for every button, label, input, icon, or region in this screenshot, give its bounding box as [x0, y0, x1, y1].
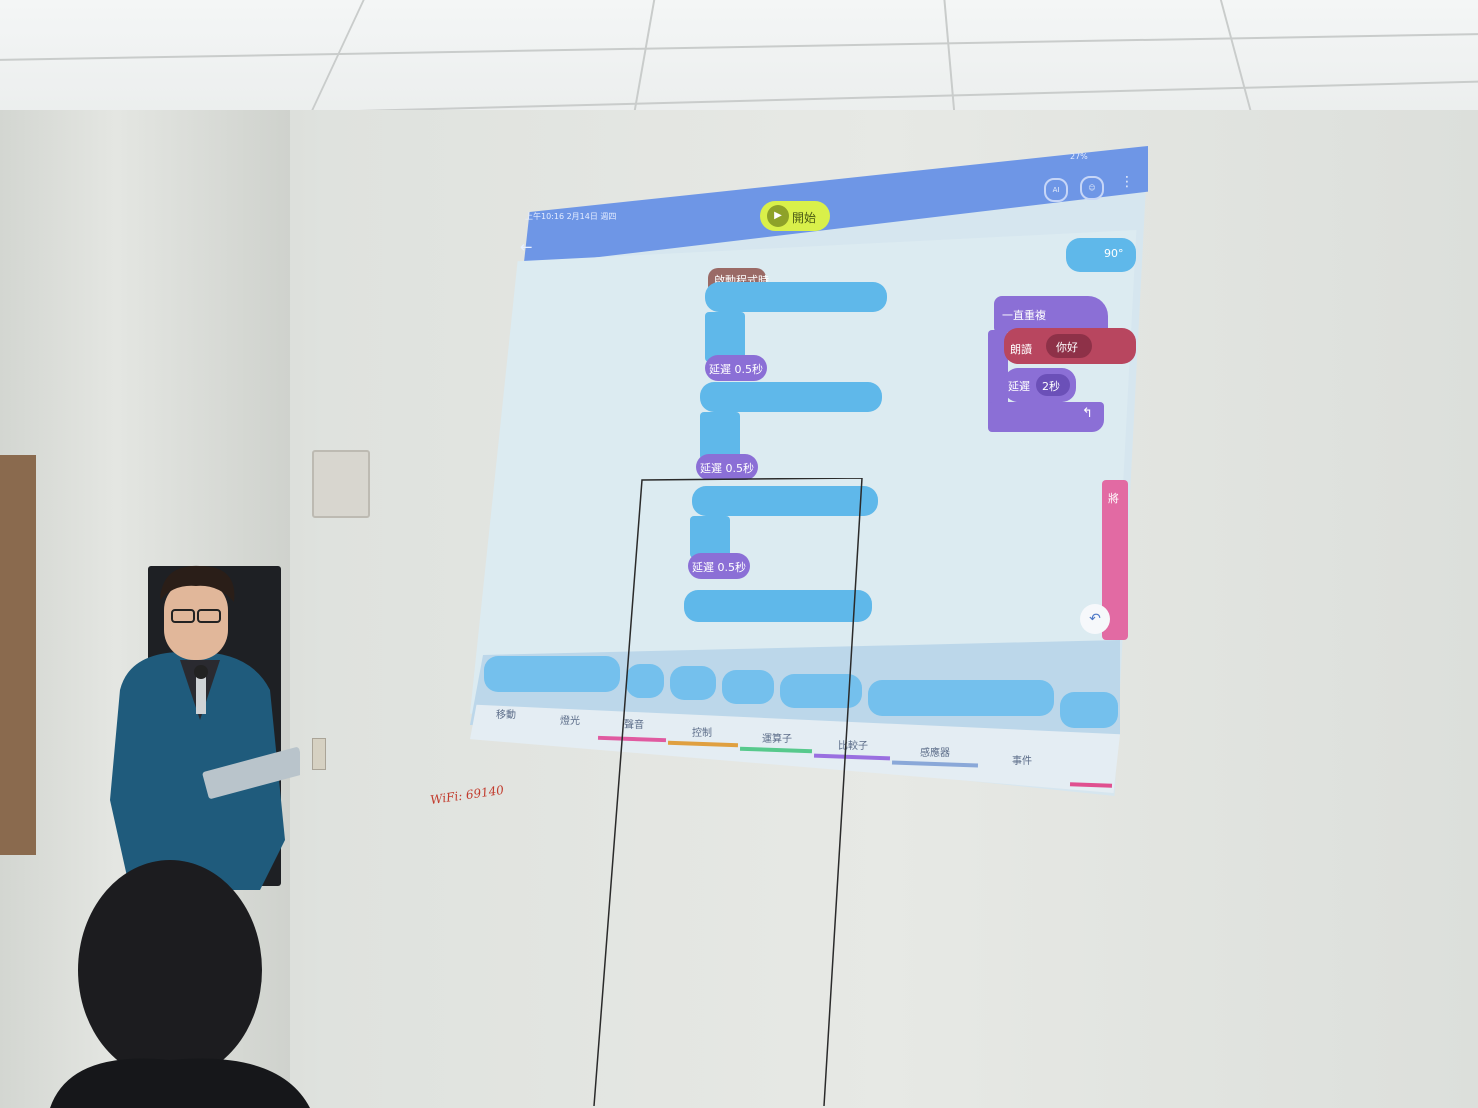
speak-value: 你好 [1056, 341, 1078, 354]
move-block[interactable] [700, 382, 882, 412]
tab-sound[interactable]: 聲音 [624, 720, 644, 731]
move-block[interactable] [705, 282, 887, 312]
palette-block[interactable] [670, 666, 716, 700]
delay-value: 2秒 [1042, 380, 1060, 393]
undo-icon[interactable]: ↶ [1080, 604, 1110, 634]
speak-block-label: 朗讀 [1010, 343, 1032, 356]
side-block-label: 將 [1108, 492, 1119, 505]
tab-operators[interactable]: 運算子 [762, 734, 792, 745]
stack-spine [690, 516, 730, 558]
status-bar-left: 上午10:16 2月14日 週四 [525, 212, 617, 221]
tab-events[interactable]: 事件 [1012, 756, 1032, 767]
loop-arrow-icon: ↰ [1082, 406, 1093, 421]
turn-block-value: 90° [1104, 247, 1124, 260]
status-bar-right: 27% [1070, 152, 1088, 161]
tab-sensors[interactable]: 感應器 [920, 748, 950, 759]
delay-block-label: 延遲 0.5秒 [700, 462, 754, 475]
back-arrow-icon[interactable]: ← [520, 238, 533, 256]
start-button-label: 開始 [792, 211, 817, 225]
whiteboard-frame-line [593, 478, 863, 1107]
palette-block[interactable] [1060, 692, 1118, 728]
wooden-shelf [0, 455, 36, 855]
wall-socket [312, 738, 326, 770]
delay-block[interactable] [688, 553, 750, 579]
presenter-person [110, 565, 300, 890]
stack-spine [700, 412, 740, 460]
move-block[interactable] [684, 590, 872, 622]
ai-mode-icon[interactable]: AI [1044, 178, 1068, 202]
palette-block[interactable] [484, 656, 620, 692]
move-block[interactable] [692, 486, 878, 516]
loop-block-label: 一直重複 [1002, 309, 1046, 322]
tab-motion[interactable]: 移動 [496, 710, 516, 721]
audience-member [50, 860, 310, 1108]
loop-footer [988, 402, 1104, 432]
palette-block[interactable] [722, 670, 774, 704]
loop-block[interactable] [994, 296, 1108, 332]
robot-icon[interactable]: ☺ [1080, 176, 1104, 200]
delay-value-pill[interactable] [1036, 374, 1070, 396]
speak-value-pill[interactable] [1046, 334, 1092, 358]
delay-block[interactable] [696, 454, 758, 480]
stack-spine [705, 312, 745, 362]
palette-block[interactable] [868, 680, 1054, 716]
turn-block[interactable] [1066, 238, 1136, 272]
delay-block-label: 延遲 0.5秒 [709, 363, 763, 376]
delay-label: 延遲 [1008, 380, 1030, 393]
tab-control[interactable]: 控制 [692, 728, 712, 739]
wall-speaker [312, 450, 370, 518]
tab-lights[interactable]: 燈光 [560, 716, 580, 727]
palette-block[interactable] [626, 664, 664, 698]
tab-comparators[interactable]: 比較子 [838, 741, 868, 752]
delay-block-label: 延遲 0.5秒 [692, 561, 746, 574]
delay-block[interactable] [705, 355, 767, 381]
more-icon[interactable]: ⋮ [1120, 174, 1134, 190]
play-icon: ▶ [767, 205, 789, 227]
